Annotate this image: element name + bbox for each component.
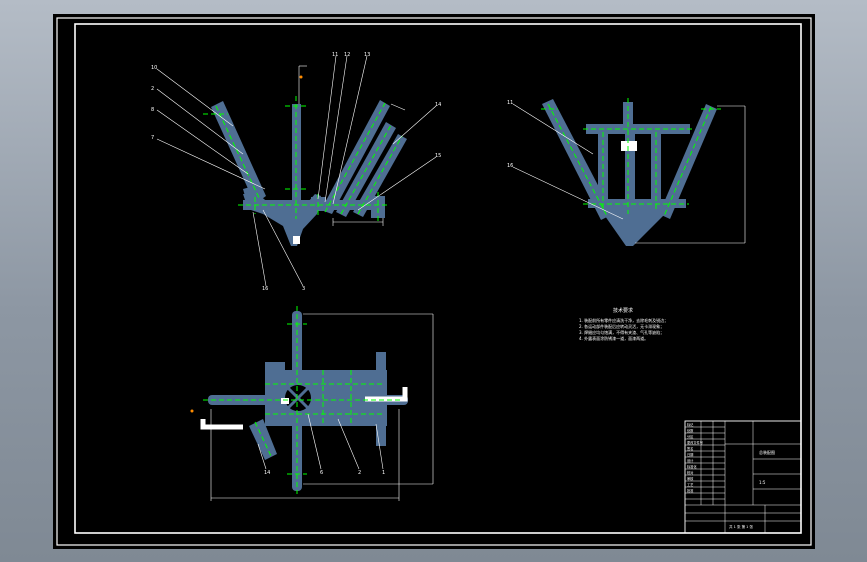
tb-row-6: 日期 — [687, 452, 693, 457]
callout-front-7: 7 — [151, 135, 154, 141]
front-view[interactable] — [211, 100, 407, 246]
tb-row-5: 签名 — [687, 446, 693, 451]
front-right-link — [353, 204, 373, 210]
side-center-post — [625, 132, 635, 210]
tb-row-8: 标准化 — [687, 464, 697, 469]
callout-front-8: 8 — [151, 107, 154, 113]
plan-top-left-tab — [265, 362, 285, 372]
tb-row-11: 工艺 — [687, 482, 693, 487]
notes-line-2: 2. 各运动部件装配后应转动灵活，无卡滞现象； — [579, 323, 664, 329]
callout-front-14: 14 — [435, 102, 441, 108]
tb-row-10: 审核 — [687, 476, 694, 481]
drawing-sheet[interactable]: 10 2 8 7 11 12 13 14 15 16 3 — [53, 14, 815, 549]
tb-row-1: 标记 — [687, 422, 694, 427]
front-right-block — [371, 196, 385, 218]
title-block-text: 标记 处数 分区 更改文件号 签名 日期 设计 标准化 校对 审核 工艺 批准 … — [687, 422, 775, 529]
plan-bottom-right-tab — [376, 422, 386, 446]
plan-hub-cross-2 — [286, 386, 310, 410]
side-leaders — [512, 103, 746, 244]
callout-side-11: 11 — [507, 100, 513, 106]
side-callouts: 11 16 — [507, 100, 513, 169]
side-label-box — [621, 141, 637, 151]
callout-front-13: 13 — [364, 52, 370, 58]
side-top-bar — [586, 124, 690, 134]
drawing-canvas: 10 2 8 7 11 12 13 14 15 16 3 — [56, 17, 812, 546]
outer-border — [56, 17, 812, 546]
callout-plan-1: 1 — [382, 470, 385, 476]
callout-plan-2: 2 — [358, 470, 361, 476]
plan-callouts: 14 6 2 1 — [264, 470, 385, 476]
tb-row-2: 处数 — [687, 428, 694, 433]
plan-centerlines — [203, 306, 403, 494]
callout-plan-6: 6 — [320, 470, 323, 476]
inner-border — [74, 23, 802, 534]
plan-rib-1 — [328, 370, 338, 426]
callout-front-12: 12 — [344, 52, 350, 58]
title-block[interactable] — [684, 420, 802, 534]
side-lower-v — [598, 206, 673, 246]
notes-line-4: 4. 外露表面涂防锈漆一道，面漆两道。 — [579, 335, 648, 341]
tb-sheet: 共 1 张 第 1 张 — [729, 524, 754, 529]
notes-line-3: 3. 焊缝应均匀饱满，不得有夹渣、气孔等缺陷； — [579, 329, 664, 335]
side-left-arm — [542, 99, 613, 220]
plan-left-white-link — [200, 419, 243, 430]
side-view[interactable] — [542, 99, 717, 246]
notes-line-1: 1. 装配前所有零件应清洗干净，去除毛刺及锐边； — [579, 317, 668, 323]
callout-side-16: 16 — [507, 163, 513, 169]
front-callouts: 10 2 8 7 11 12 13 14 15 16 3 — [151, 52, 441, 292]
plan-marker — [190, 409, 194, 413]
front-tip-marker — [293, 236, 300, 244]
tb-row-9: 校对 — [687, 470, 694, 475]
notes-heading: 技术要求 — [613, 307, 633, 314]
tb-row-3: 分区 — [687, 434, 694, 439]
callout-front-15: 15 — [435, 153, 441, 159]
callout-front-16: 16 — [262, 286, 268, 292]
callout-front-3: 3 — [302, 286, 305, 292]
front-left-arm — [211, 101, 266, 204]
tb-drawing-name: 总装配图 — [759, 449, 775, 455]
tb-row-12: 批准 — [687, 488, 694, 493]
front-center-post — [292, 104, 301, 214]
plan-right-white-link — [365, 387, 408, 402]
plan-view[interactable] — [208, 311, 408, 491]
tb-row-4: 更改文件号 — [687, 440, 703, 445]
callout-plan-14: 14 — [264, 470, 270, 476]
tb-scale: 1:5 — [759, 480, 766, 485]
plan-center-mark — [281, 398, 289, 404]
side-centerlines — [541, 98, 721, 217]
technical-notes: 技术要求 1. 装配前所有零件应清洗干净，去除毛刺及锐边； 2. 各运动部件装配… — [579, 307, 668, 341]
side-base-bar — [588, 199, 686, 208]
front-centerlines — [203, 96, 403, 222]
plan-top-right-tab — [376, 352, 386, 374]
front-leaders — [156, 55, 437, 287]
callout-front-2: 2 — [151, 86, 154, 92]
tb-row-7: 设计 — [687, 458, 694, 463]
callout-front-10: 10 — [151, 65, 157, 71]
callout-front-11: 11 — [332, 52, 338, 58]
front-marker — [299, 75, 303, 79]
plan-leaders — [210, 313, 434, 501]
front-right-arm-1 — [321, 100, 390, 214]
